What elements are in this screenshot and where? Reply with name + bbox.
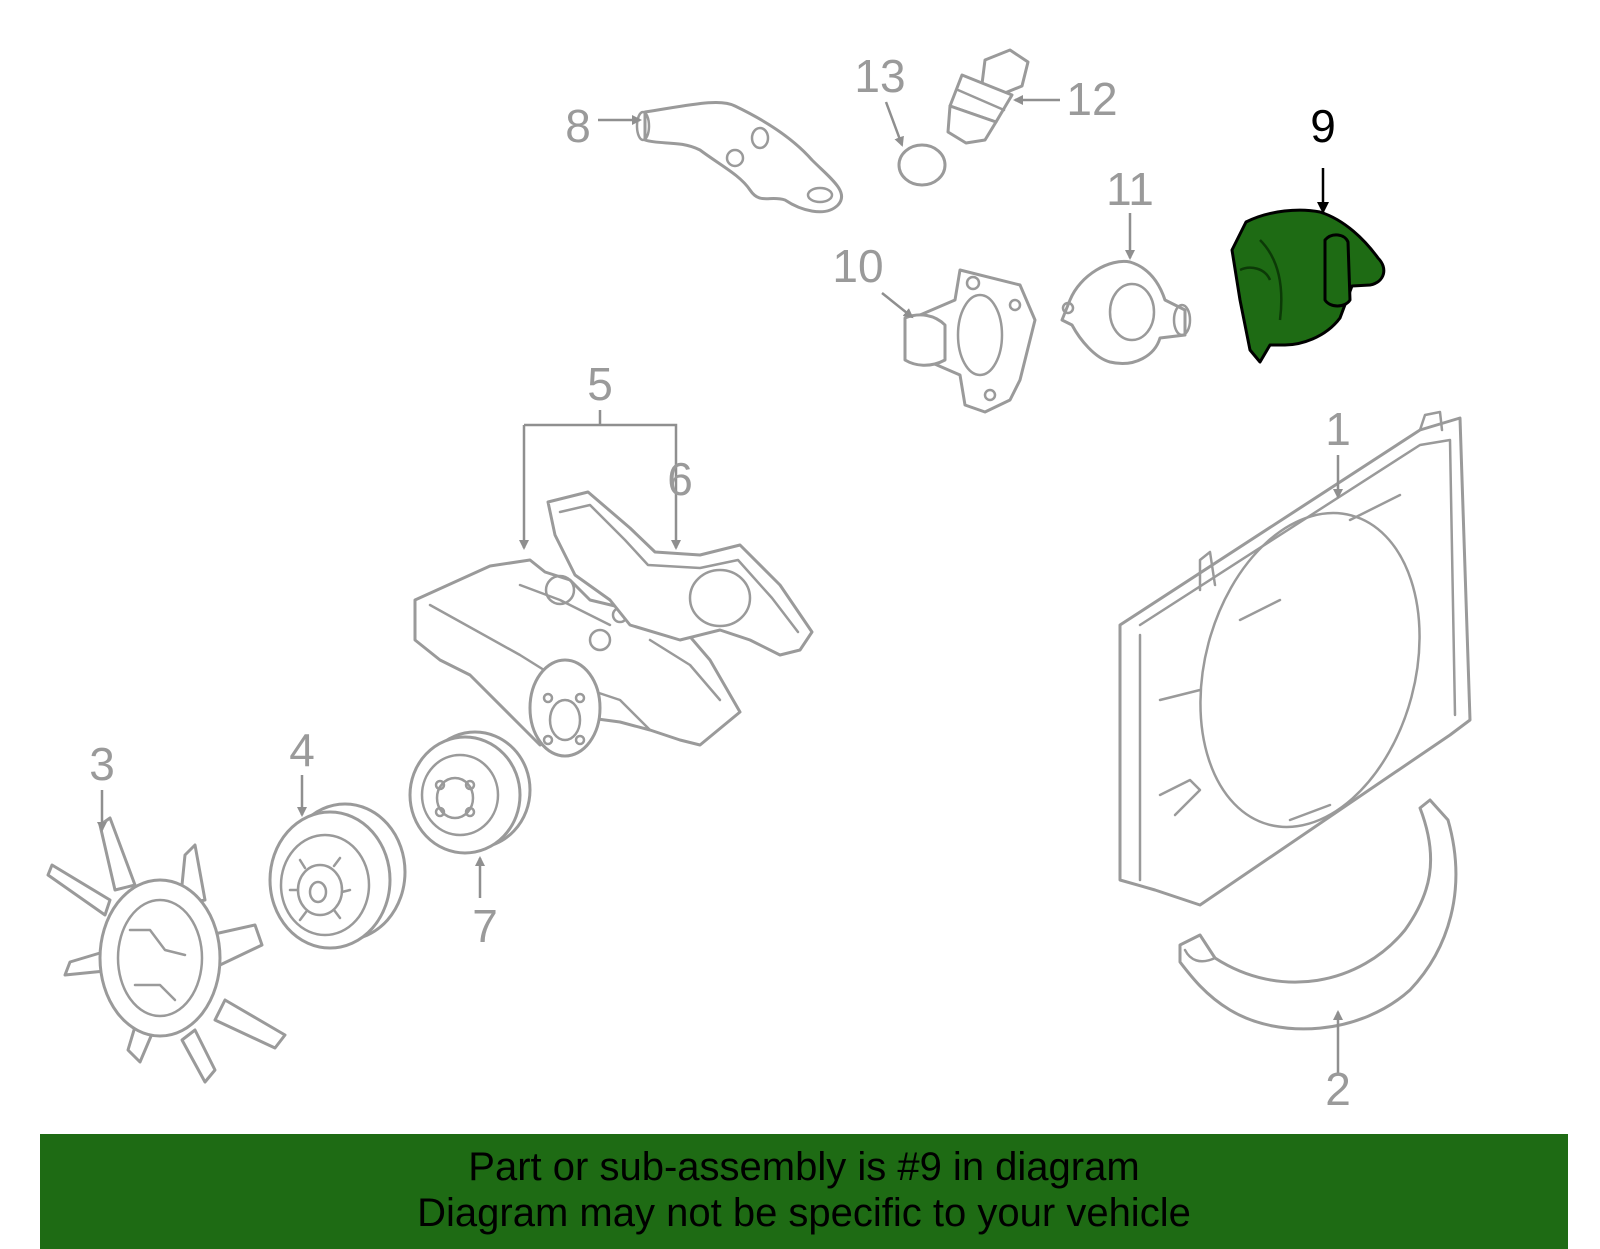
callout-12: 12 [1066,73,1117,125]
part-9-water-inlet-highlighted[interactable] [1230,208,1386,364]
callout-3: 3 [89,738,115,790]
callout-6: 6 [667,453,693,505]
part-12-sensor[interactable] [946,48,1030,145]
part-6-pump-gasket[interactable] [546,490,814,657]
banner-line-2: Diagram may not be specific to your vehi… [417,1191,1191,1235]
parts-diagram: 1 2 3 4 5 6 7 8 9 10 11 12 13 [46,48,1472,1115]
part-3-fan[interactable] [46,816,287,1084]
part-1-fan-shroud[interactable] [1118,410,1472,907]
callout-9: 9 [1310,100,1336,152]
callout-4: 4 [289,724,315,776]
leader-13 [884,101,904,147]
part-7-pump-pulley-hub[interactable] [528,658,602,758]
callout-7: 7 [472,900,498,952]
leader-5b [524,423,681,550]
part-2-lower-shroud[interactable] [1178,798,1458,1031]
part-11-thermostat[interactable] [1060,259,1192,365]
callout-2: 2 [1325,1063,1351,1115]
part-10-thermostat-housing[interactable] [903,268,1037,414]
callout-11: 11 [1106,163,1154,215]
leader-10 [881,292,914,319]
banner-line-1: Part or sub-assembly is #9 in diagram [468,1145,1140,1189]
callout-5: 5 [587,358,613,410]
part-4-fan-clutch[interactable] [268,802,407,950]
part-7-pulley[interactable] [408,730,532,855]
callout-8: 8 [565,100,591,152]
info-banner: Part or sub-assembly is #9 in diagram Di… [40,1134,1568,1249]
part-13-o-ring[interactable] [897,143,947,187]
callout-13: 13 [854,50,905,102]
part-8-water-pipe[interactable] [635,100,844,214]
callout-1: 1 [1325,403,1351,455]
callout-10: 10 [832,240,883,292]
leader-lines [97,95,1343,1075]
